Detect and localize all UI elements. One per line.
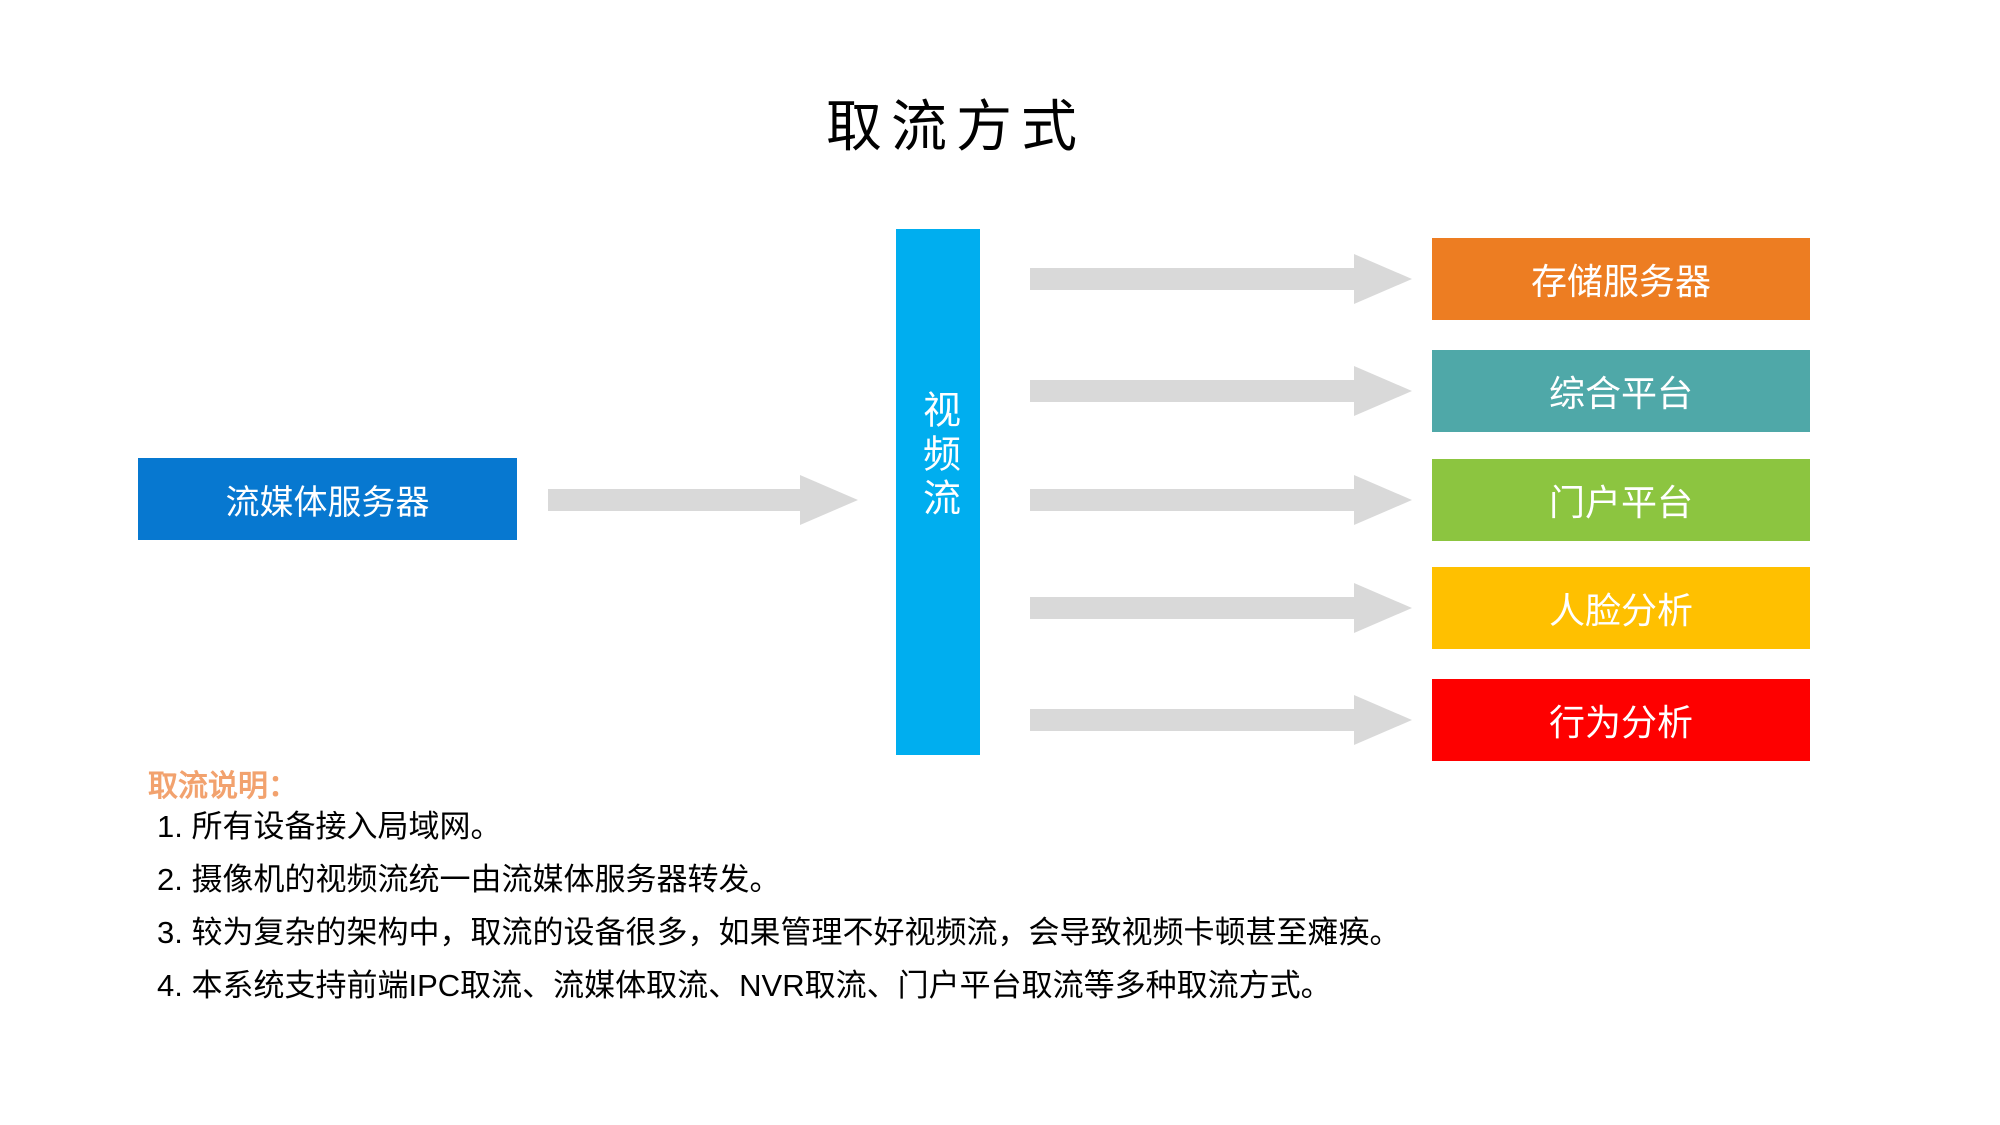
arrow-shaft bbox=[1030, 489, 1354, 511]
node-portal-platform: 门户平台 bbox=[1432, 459, 1810, 541]
notes-list: 1. 所有设备接入局域网。 2. 摄像机的视频流统一由流媒体服务器转发。 3. … bbox=[157, 810, 1400, 1022]
arrow-shaft bbox=[1030, 380, 1354, 402]
node-face-analysis: 人脸分析 bbox=[1432, 567, 1810, 649]
arrow-source-to-stream bbox=[548, 475, 858, 525]
arrow-stream-to-behavior-analysis bbox=[1030, 695, 1412, 745]
page-title: 取流方式 bbox=[826, 95, 1086, 158]
note-item-3: 3. 较为复杂的架构中，取流的设备很多，如果管理不好视频流，会导致视频卡顿甚至瘫… bbox=[157, 915, 1401, 950]
note-item-2: 2. 摄像机的视频流统一由流媒体服务器转发。 bbox=[157, 862, 781, 897]
arrow-head-icon bbox=[800, 475, 858, 525]
node-video-stream: 视频流 bbox=[896, 229, 980, 755]
arrow-stream-to-integrated-platform bbox=[1030, 366, 1412, 416]
arrow-head-icon bbox=[1354, 366, 1412, 416]
arrow-head-icon bbox=[1354, 695, 1412, 745]
arrow-stream-to-face-analysis bbox=[1030, 583, 1412, 633]
node-behavior-analysis: 行为分析 bbox=[1432, 679, 1810, 761]
note-item-4: 4. 本系统支持前端IPC取流、流媒体取流、NVR取流、门户平台取流等多种取流方… bbox=[157, 968, 1332, 1003]
arrow-shaft bbox=[1030, 597, 1354, 619]
video-stream-label: 视频流 bbox=[916, 390, 959, 522]
arrow-shaft bbox=[1030, 268, 1354, 290]
arrow-head-icon bbox=[1354, 583, 1412, 633]
notes-heading: 取流说明： bbox=[148, 770, 298, 803]
node-integrated-platform: 综合平台 bbox=[1432, 350, 1810, 432]
arrow-head-icon bbox=[1354, 475, 1412, 525]
arrow-shaft bbox=[548, 489, 800, 511]
note-item-1: 1. 所有设备接入局域网。 bbox=[157, 809, 502, 844]
node-storage-server: 存储服务器 bbox=[1432, 238, 1810, 320]
arrow-shaft bbox=[1030, 709, 1354, 731]
arrow-stream-to-portal-platform bbox=[1030, 475, 1412, 525]
node-streaming-media-server: 流媒体服务器 bbox=[138, 458, 517, 540]
arrow-stream-to-storage-server bbox=[1030, 254, 1412, 304]
arrow-head-icon bbox=[1354, 254, 1412, 304]
